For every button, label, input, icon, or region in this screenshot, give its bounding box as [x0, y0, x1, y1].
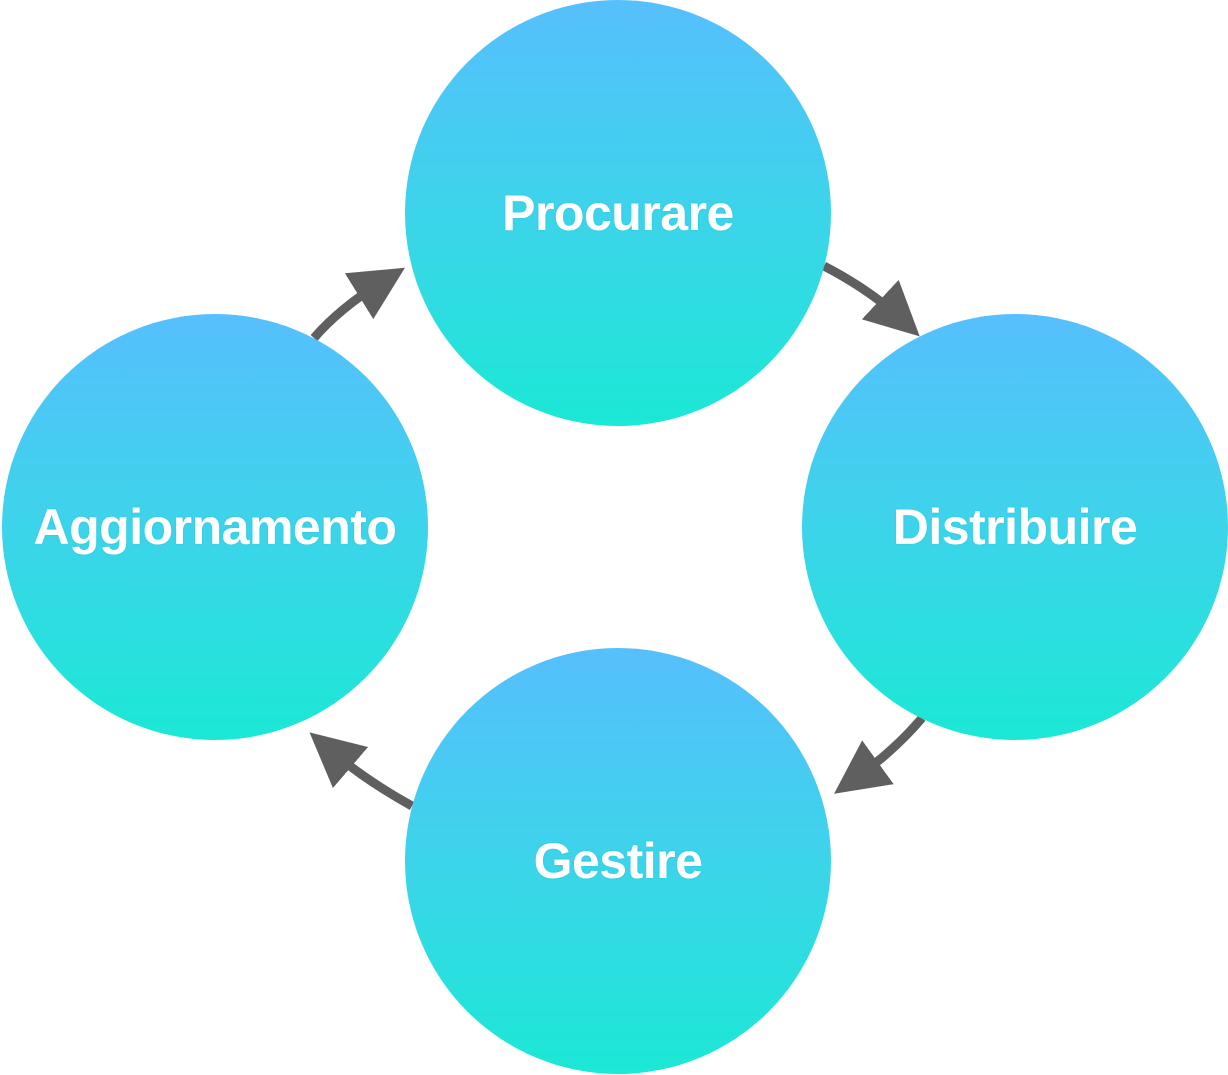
node-gestire: Gestire: [405, 648, 831, 1074]
arrow-distribuire-to-gestire: [834, 715, 926, 794]
node-aggiornamento-label: Aggiornamento: [33, 499, 397, 555]
node-distribuire: Distribuire: [802, 314, 1228, 740]
node-distribuire-label: Distribuire: [892, 499, 1138, 555]
node-procurare-label: Procurare: [502, 185, 734, 241]
arrow-procurare-to-distribuire: [821, 262, 920, 337]
arrow-gestire-to-aggiornamento: [309, 732, 415, 810]
node-aggiornamento: Aggiornamento: [2, 314, 428, 740]
node-gestire-label: Gestire: [533, 833, 703, 889]
node-procurare: Procurare: [405, 0, 831, 426]
arrow-aggiornamento-to-procurare: [310, 267, 405, 341]
